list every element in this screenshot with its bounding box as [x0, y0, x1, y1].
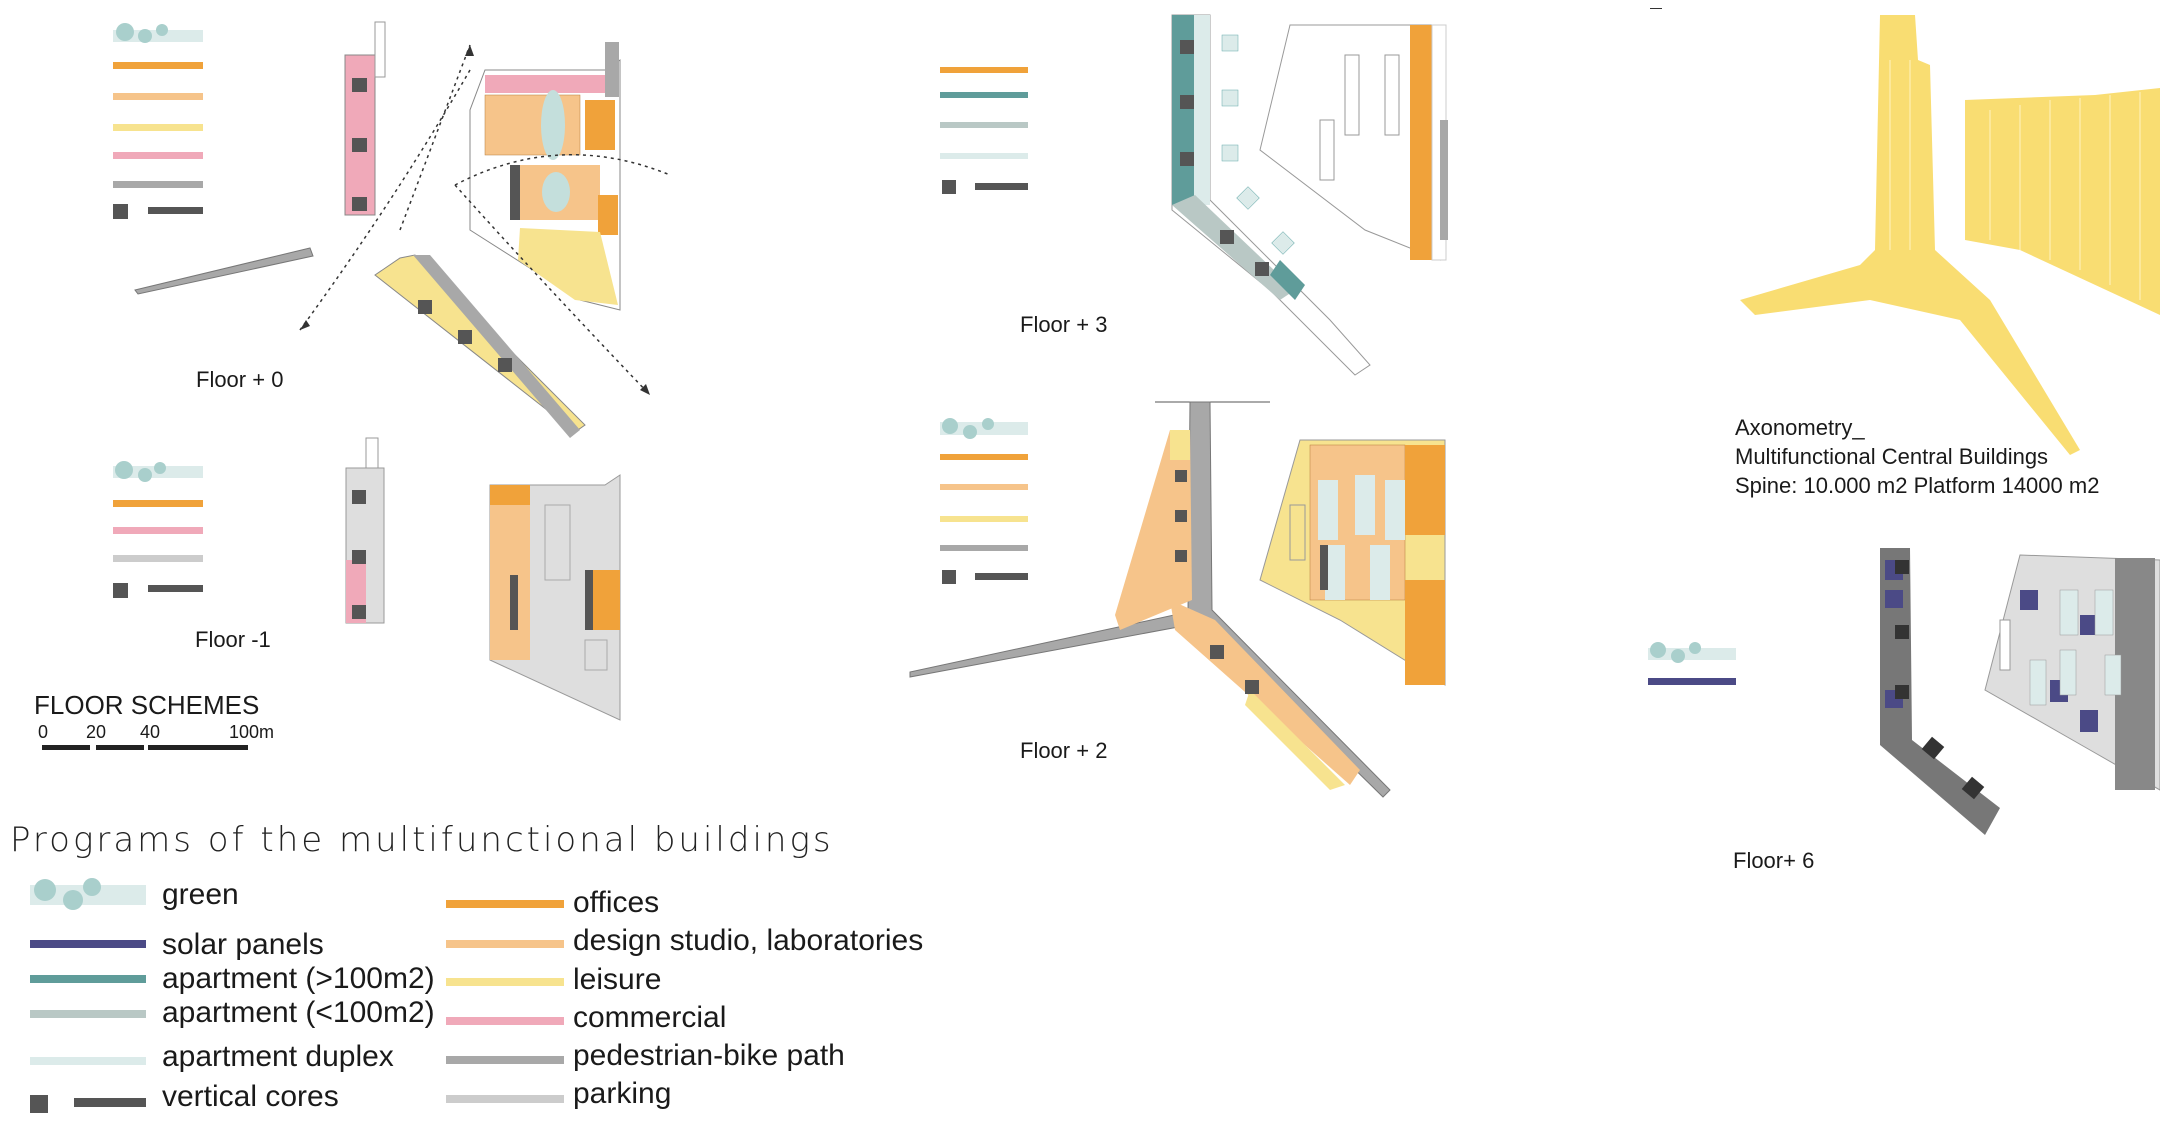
legend-label-offices: offices [573, 886, 660, 919]
legend-swatch-parking [446, 1095, 564, 1103]
legend-swatch-apt-large [30, 975, 146, 983]
legend-swatch-solar [30, 940, 146, 948]
axonometry-drawing [1650, 8, 2160, 455]
floor0-label: Floor + 0 [196, 367, 284, 392]
legend-label-commercial: commercial [573, 1001, 727, 1034]
axonometry-line3: Spine: 10.000 m2 Platform 14000 m2 [1735, 473, 2100, 498]
page-title: Programs of the multifunctional building… [10, 820, 834, 860]
legend-swatch-offices [446, 900, 564, 908]
legend-label-solar-panels: solar panels [162, 928, 324, 961]
axonometry-line1: Axonometry_ [1735, 415, 1865, 440]
legend-swatch-path [446, 1056, 564, 1064]
mini-legend-floor3 [940, 67, 1028, 194]
scale-bar [42, 745, 248, 750]
scale-tick-100m: 100m [229, 722, 275, 742]
legend-label-green: green [162, 878, 239, 911]
floor-schemes-label: FLOOR SCHEMES [34, 690, 260, 720]
legend-label-apartment-small: apartment (<100m2) [162, 996, 435, 1029]
floorm1-label: Floor -1 [195, 627, 271, 652]
legend-swatch-leisure [446, 978, 564, 986]
legend-swatch-studio [446, 940, 564, 948]
legend-label-vertical-cores: vertical cores [162, 1080, 339, 1113]
legend-label-parking: parking [573, 1077, 672, 1110]
floor2-label: Floor + 2 [1020, 738, 1108, 763]
floorm1-plan [345, 437, 621, 721]
legend-swatches [30, 878, 564, 1113]
mini-legend-floor0 [113, 23, 203, 219]
legend-swatch-core-square [30, 1095, 48, 1113]
axonometry-line2: Multifunctional Central Buildings [1735, 444, 2049, 469]
legend-label-apartment-large: apartment (>100m2) [162, 962, 435, 995]
floor2-plan [909, 401, 1446, 798]
floor6-label: Floor+ 6 [1733, 848, 1815, 873]
legend-label-pedestrian-bike-path: pedestrian-bike path [573, 1039, 845, 1072]
mini-legend-floor2 [940, 418, 1028, 584]
legend-swatch-commercial [446, 1017, 564, 1025]
scale-tick-20: 20 [86, 722, 107, 742]
scale-tick-0: 0 [38, 722, 49, 742]
legend-label-apartment-duplex: apartment duplex [162, 1040, 394, 1073]
floor3-label: Floor + 3 [1020, 312, 1108, 337]
legend-label-leisure: leisure [573, 963, 662, 996]
axonometry-caption: Axonometry_ Multifunctional Central Buil… [1735, 413, 2099, 500]
floor3-plan [1171, 14, 1448, 376]
legend-swatch-duplex [30, 1057, 146, 1065]
scale-tick-40: 40 [140, 722, 161, 742]
mini-legend-floor6 [1648, 642, 1736, 685]
legend-swatch-core-bar [74, 1098, 146, 1107]
floor0-plan [134, 21, 671, 438]
legend-label-design-studio: design studio, laboratories [573, 924, 924, 957]
floor6-plan [1880, 548, 2160, 835]
mini-legend-floorm1 [113, 461, 203, 598]
legend-swatch-apt-small [30, 1010, 146, 1018]
